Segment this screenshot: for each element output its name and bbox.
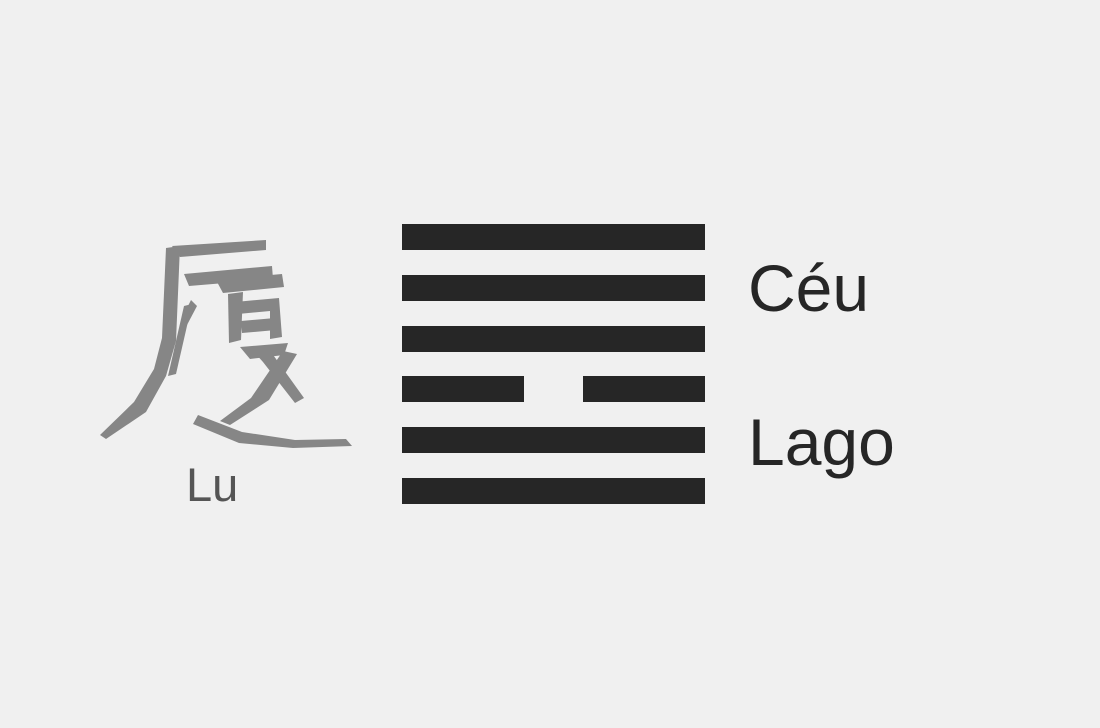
line-1: [402, 478, 705, 504]
upper-trigram-label: Céu: [748, 251, 870, 325]
line-4: [402, 326, 705, 352]
line-5-solid: [402, 275, 705, 301]
line-6: [402, 224, 705, 250]
line-1-solid: [402, 478, 705, 504]
calligraphy-character: [88, 222, 358, 462]
line-6-solid: [402, 224, 705, 250]
line-3: [402, 376, 705, 402]
line-3-right-segment: [583, 376, 705, 402]
line-3-left-segment: [402, 376, 524, 402]
line-4-solid: [402, 326, 705, 352]
brush-strokes: [100, 240, 352, 448]
line-5: [402, 275, 705, 301]
line-2-solid: [402, 427, 705, 453]
lower-trigram-label: Lago: [748, 405, 895, 479]
line-2: [402, 427, 705, 453]
hexagram-lines: [402, 224, 705, 504]
hexagram-name: Lu: [186, 458, 239, 511]
